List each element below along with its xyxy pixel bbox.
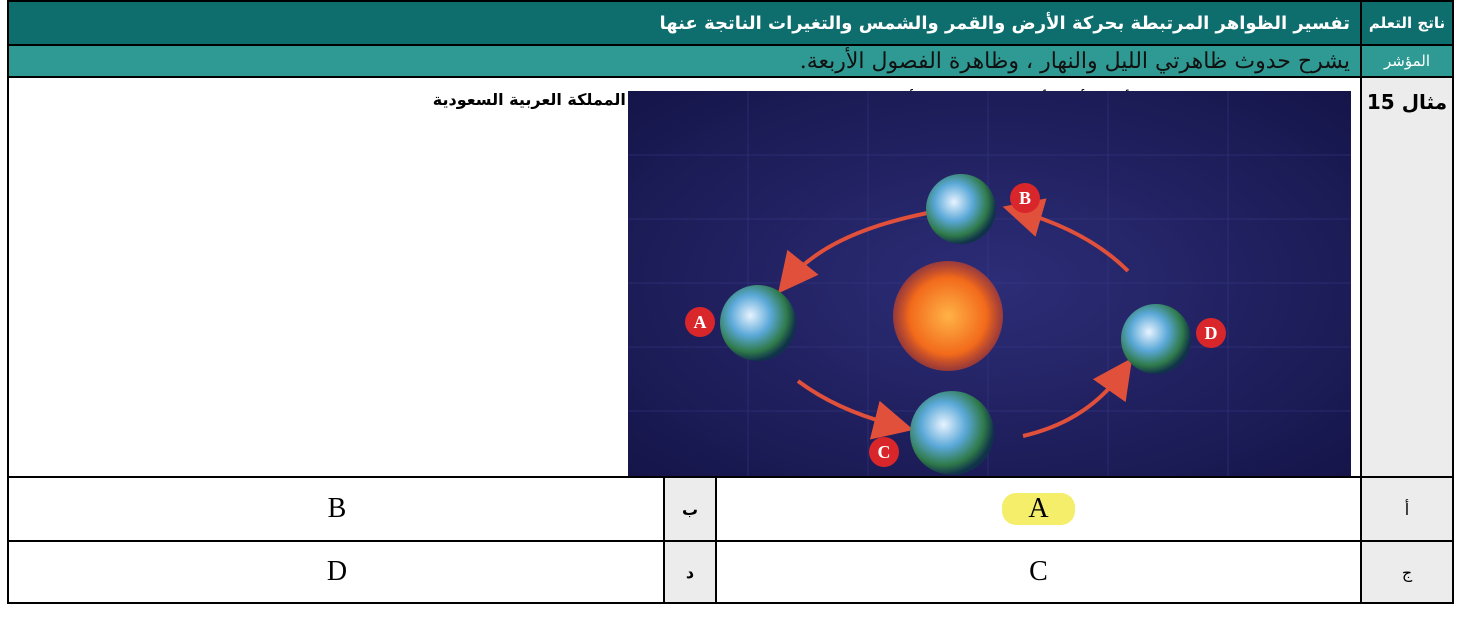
option-a[interactable]: A	[715, 478, 1360, 540]
earth-position-d: D	[1121, 304, 1226, 374]
answer-row-1: أ A ب B	[7, 476, 1454, 542]
answer-row-2: ج C د D	[7, 540, 1454, 604]
earth-icon	[720, 285, 796, 361]
learning-outcome-row: ناتج التعلم تفسير الظواهر المرتبطة بحركة…	[7, 0, 1454, 46]
option-d[interactable]: D	[9, 542, 665, 602]
orbit-arrow-icon	[777, 198, 1133, 440]
learning-outcome-label: ناتج التعلم	[1360, 2, 1452, 44]
earth-position-c: C	[869, 391, 994, 475]
option-d-value: D	[326, 556, 348, 587]
indicator-label: المؤشر	[1360, 46, 1452, 76]
seasons-figure: B A D C	[628, 91, 1351, 477]
option-b-value: B	[327, 493, 347, 524]
figure-label-b: B	[1019, 188, 1031, 208]
label-badge-b	[1010, 183, 1040, 213]
option-b[interactable]: B	[9, 478, 665, 540]
label-badge-d	[1196, 318, 1226, 348]
option-c[interactable]: C	[715, 542, 1360, 602]
question-sheet: ناتج التعلم تفسير الظواهر المرتبطة بحركة…	[7, 0, 1454, 604]
option-c-value: C	[1029, 556, 1048, 587]
figure-label-a: A	[694, 312, 707, 332]
earth-icon	[1121, 304, 1191, 374]
option-letter-a: أ	[1360, 478, 1452, 540]
earth-position-a: A	[685, 285, 796, 361]
indicator-text: يشرح حدوث ظاهرتي الليل والنهار ، وظاهرة …	[799, 48, 1350, 74]
figure-label-d: D	[1205, 323, 1218, 343]
option-letter-d: د	[663, 542, 715, 602]
option-a-value: A	[1002, 493, 1075, 525]
earth-position-b: B	[926, 174, 1040, 244]
indicator-row: المؤشر يشرح حدوث ظاهرتي الليل والنهار ، …	[7, 44, 1454, 78]
option-letter-b: ب	[663, 478, 715, 540]
learning-outcome-text: تفسير الظواهر المرتبطة بحركة الأرض والقم…	[659, 12, 1350, 34]
label-badge-a	[685, 307, 715, 337]
figure-label-c: C	[878, 442, 891, 462]
label-badge-c	[869, 437, 899, 467]
sun-icon	[893, 261, 1003, 371]
earth-icon	[910, 391, 994, 475]
question-number: مثال 15	[1360, 78, 1452, 476]
option-letter-c: ج	[1360, 542, 1452, 602]
earth-icon	[926, 174, 996, 244]
